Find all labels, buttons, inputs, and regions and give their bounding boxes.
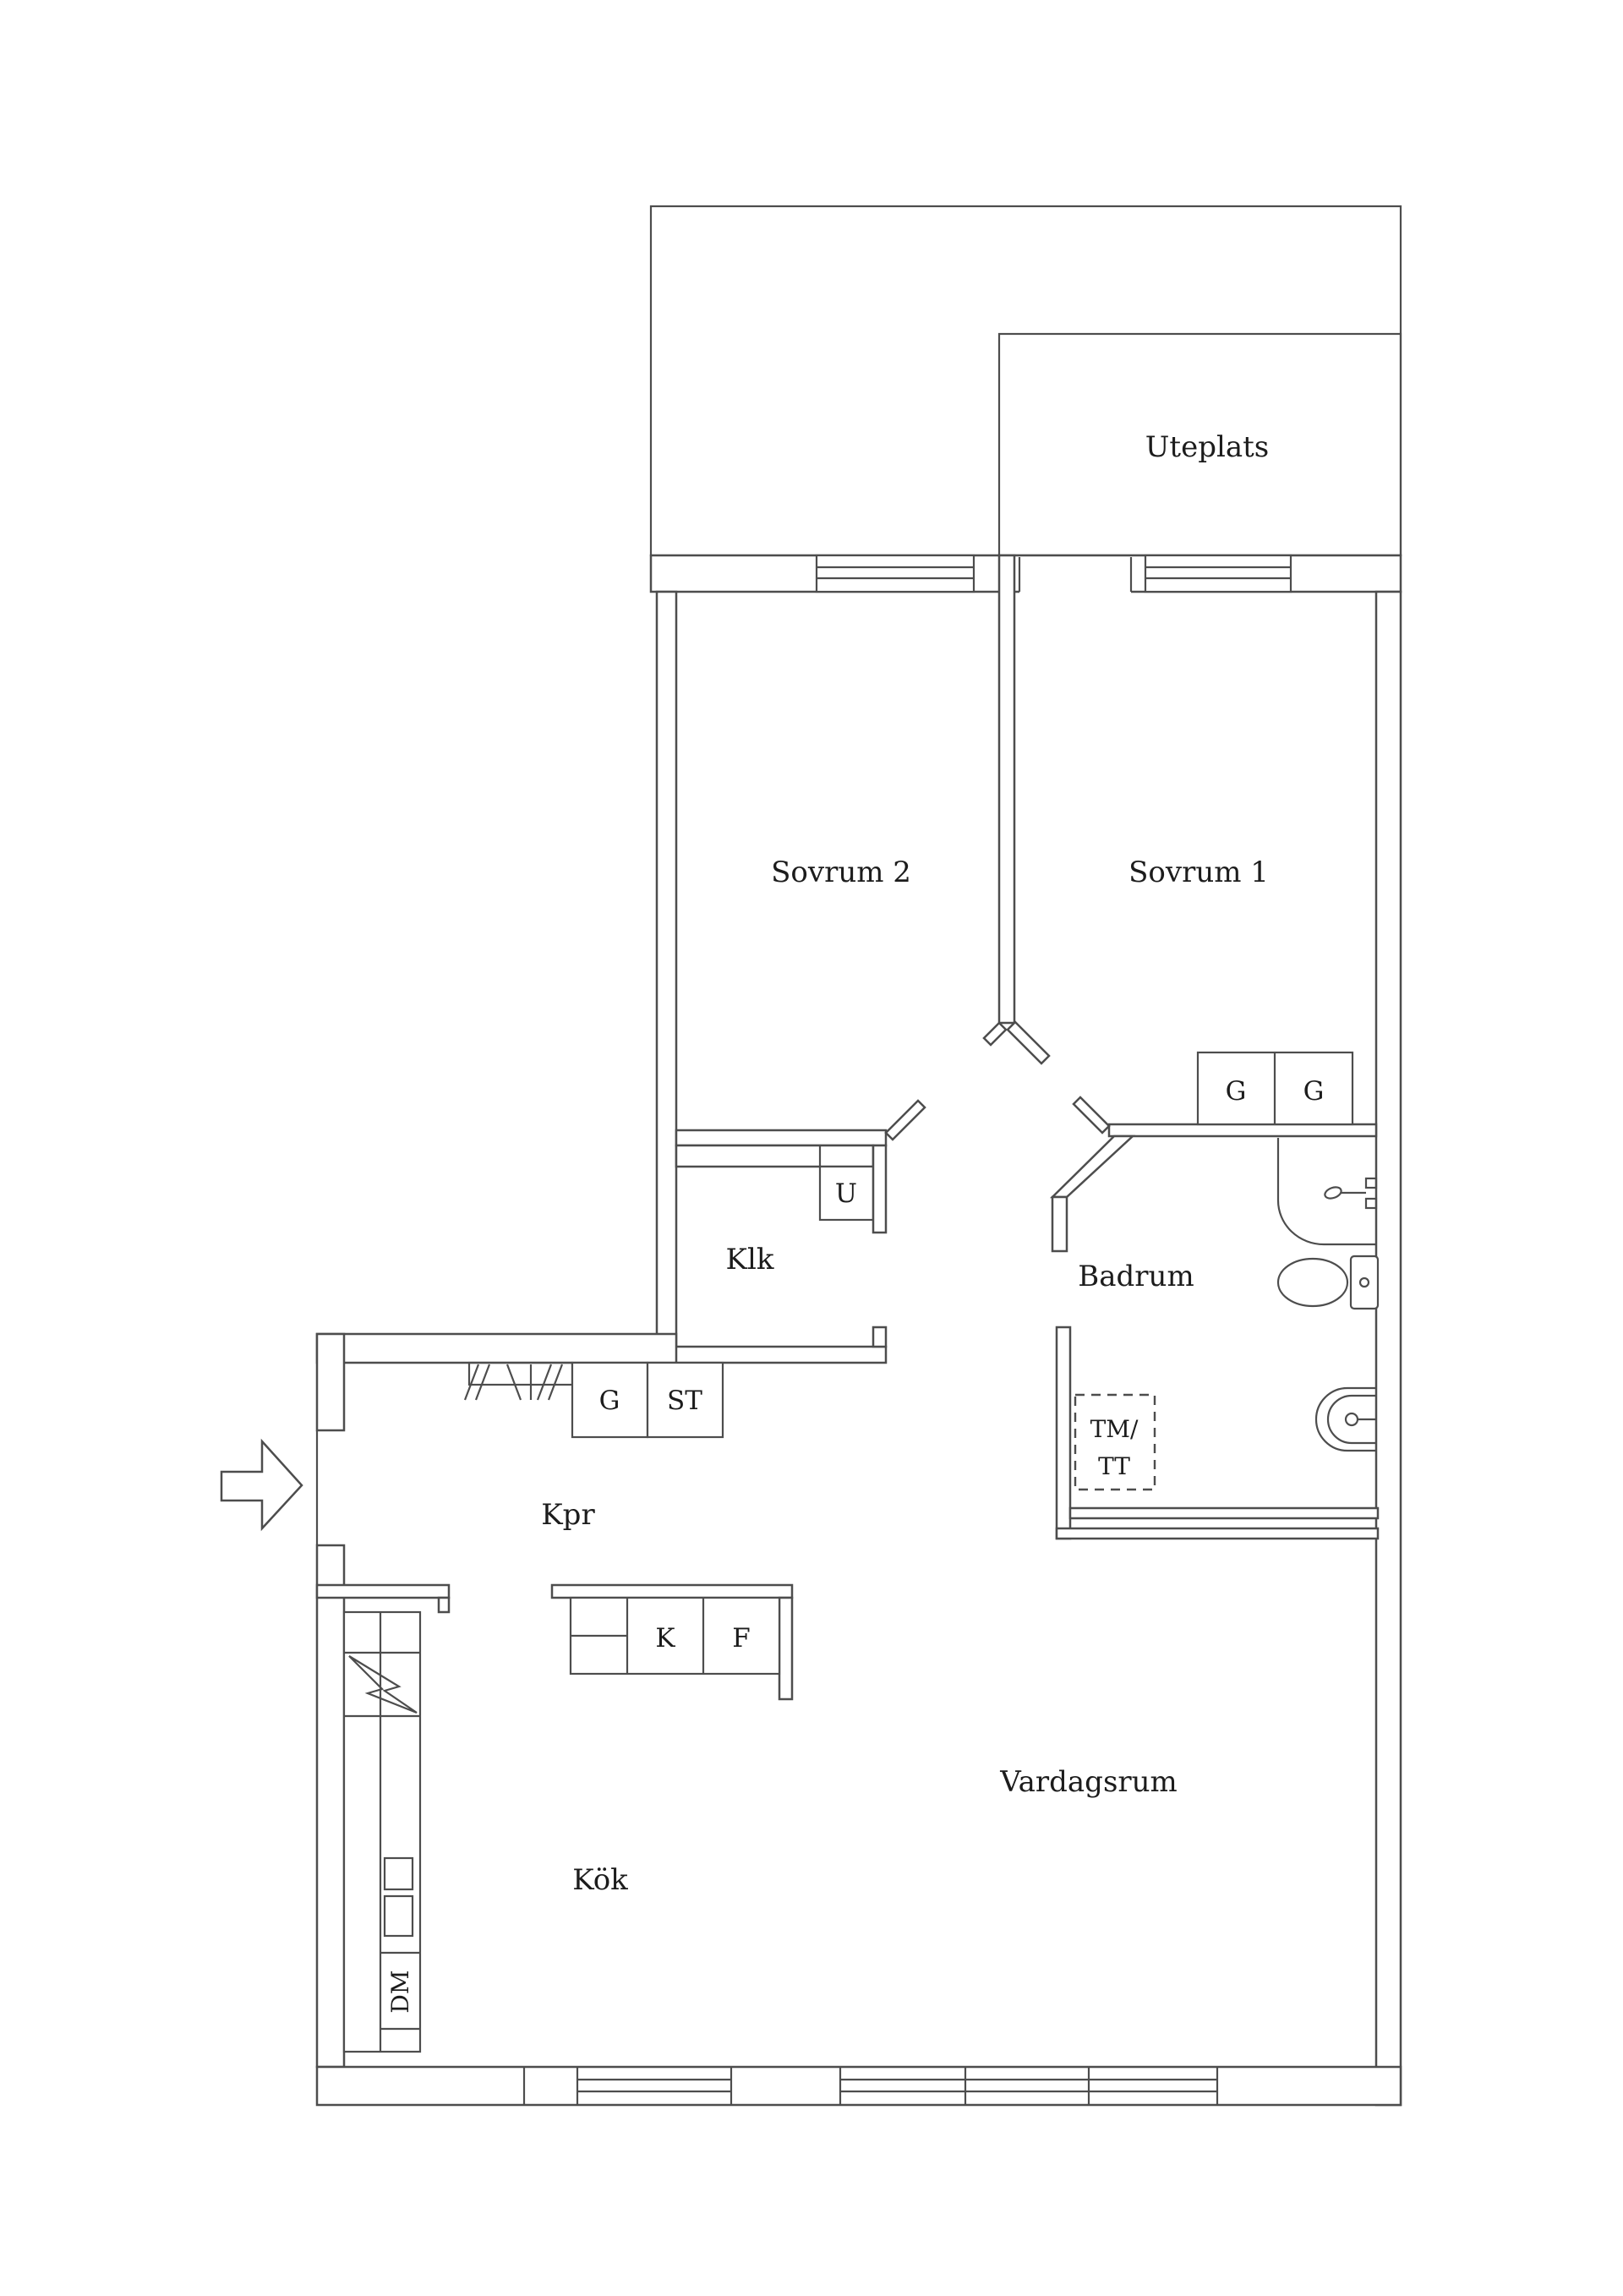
klk-right-wall [872, 1144, 888, 1234]
left-wall-upper [315, 1332, 346, 1432]
label-klk: Klk [726, 1243, 774, 1276]
sovrum1-bottom-wall [1107, 1123, 1378, 1138]
label-wardrobe-hall: G [599, 1386, 620, 1416]
label-kok: Kök [572, 1863, 628, 1897]
kitchen-island [550, 1583, 794, 1701]
sovrum2-door-leaf [884, 1099, 926, 1141]
divider-wall-stub [982, 1021, 1008, 1047]
toilet-icon [1276, 1255, 1380, 1310]
cleaning-closet-box [646, 1361, 724, 1439]
sovrum1-wardrobes [1196, 1051, 1354, 1126]
label-wardrobe-g2: G [1303, 1076, 1325, 1107]
terrace-door-opening [1019, 558, 1131, 595]
kitchen-stub-wall [315, 1583, 451, 1599]
label-tt: TT [1098, 1452, 1130, 1480]
label-badrum: Badrum [1078, 1260, 1194, 1293]
kitchen-counter [315, 1583, 451, 2053]
label-u: U [835, 1178, 857, 1209]
label-vardagsrum: Vardagsrum [999, 1765, 1178, 1799]
washbasin-icon [1314, 1386, 1376, 1452]
label-dm: DM [386, 1970, 414, 2013]
kitchen-sink-icon [383, 1856, 414, 1891]
label-k: K [655, 1623, 675, 1654]
bedroom-divider-wall [997, 554, 1016, 1025]
upper-section-outline [649, 205, 1402, 557]
south-windows [577, 2078, 1217, 2093]
label-f: F [732, 1623, 751, 1654]
stove-lightning-icon [348, 1655, 418, 1714]
klk-u-box [818, 1165, 875, 1222]
entry-arrow-icon [220, 1438, 303, 1532]
sovrum1-door-leaf [1006, 1020, 1051, 1065]
badrum-bottom-wall [1068, 1506, 1380, 1520]
kpr-top-wall [315, 1332, 678, 1364]
south-wall-band [315, 2065, 1402, 2107]
label-sovrum1: Sovrum 1 [1128, 856, 1269, 889]
left-wall-lower [315, 1544, 346, 2069]
label-tm: TM/ [1090, 1415, 1139, 1443]
label-st: ST [667, 1386, 702, 1416]
window-sovrum2 [815, 554, 975, 593]
badrum-door-jamb [1051, 1195, 1068, 1253]
badrum-diagonal-wall [1049, 1134, 1136, 1199]
kitchen-sink-icon-2 [383, 1894, 414, 1938]
badrum-left-wall [1055, 1326, 1072, 1540]
shower-icon [1276, 1138, 1378, 1246]
vardagsrum-top-wall [1055, 1527, 1380, 1540]
sovrum2-bottom-wall [675, 1129, 888, 1147]
washer-dryer-box [1074, 1393, 1156, 1491]
north-wall-band [649, 554, 1402, 595]
left-bedroom-wall [655, 590, 678, 1364]
right-outer-wall [1374, 590, 1402, 2107]
klk-door-jamb [872, 1326, 888, 1348]
label-kpr: Kpr [541, 1498, 595, 1532]
klk-walls [655, 1144, 888, 1364]
window-sovrum1 [1144, 554, 1292, 593]
coat-rail-icon [463, 1361, 574, 1401]
klk-bottom-wall [655, 1345, 888, 1364]
label-uteplats: Uteplats [1145, 430, 1269, 464]
badrum-door-leaf [1072, 1096, 1111, 1134]
label-wardrobe-g1: G [1226, 1076, 1247, 1107]
label-sovrum2: Sovrum 2 [771, 856, 911, 889]
